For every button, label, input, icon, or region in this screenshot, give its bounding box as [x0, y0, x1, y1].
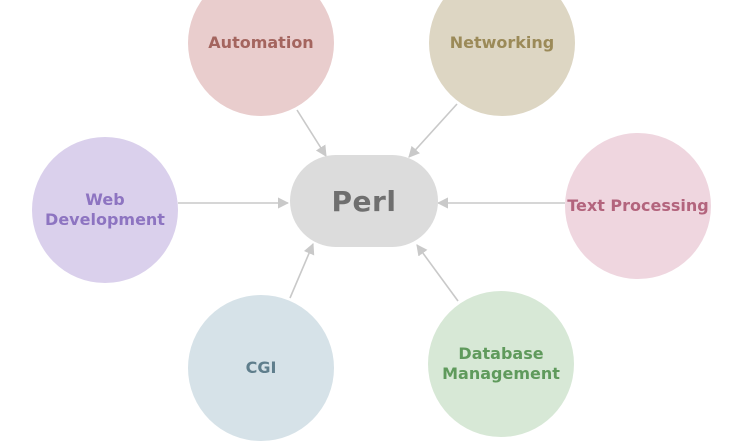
- node-networking-line-1: Networking: [449, 33, 555, 52]
- node-web-development-line-2: Development: [45, 210, 165, 229]
- node-database-management-line-2: Management: [442, 364, 560, 383]
- edge-cgi-to-perl: [289, 242, 315, 299]
- perl-uses-diagram: Perl Automation Networking Web Developme…: [32, 0, 711, 441]
- node-perl: Perl: [290, 155, 438, 247]
- edge-database-to-perl: [416, 244, 459, 302]
- node-perl-label: Perl: [331, 184, 397, 218]
- node-automation: Automation: [188, 0, 334, 116]
- node-web-development-line-1: Web: [85, 190, 125, 209]
- node-cgi-label: CGI: [246, 358, 277, 378]
- node-database-management-label: Database Management: [442, 344, 560, 384]
- node-cgi: CGI: [188, 295, 334, 441]
- node-text-processing-label: Text Processing: [567, 196, 709, 216]
- node-database-management-line-1: Database: [458, 344, 544, 363]
- edge-networking-to-perl: [408, 103, 458, 158]
- node-automation-line-1: Automation: [208, 33, 314, 52]
- node-web-development: Web Development: [32, 137, 178, 283]
- node-web-development-label: Web Development: [45, 190, 165, 230]
- node-automation-label: Automation: [208, 33, 313, 53]
- node-networking: Networking: [429, 0, 575, 116]
- diagram-edges: [178, 103, 565, 302]
- node-cgi-line-1: CGI: [245, 358, 277, 377]
- node-text-processing-line-1: Text Processing: [567, 196, 709, 215]
- edge-automation-to-perl: [296, 109, 327, 157]
- node-text-processing: Text Processing: [565, 133, 711, 279]
- node-networking-label: Networking: [450, 33, 555, 53]
- node-database-management: Database Management: [428, 291, 574, 437]
